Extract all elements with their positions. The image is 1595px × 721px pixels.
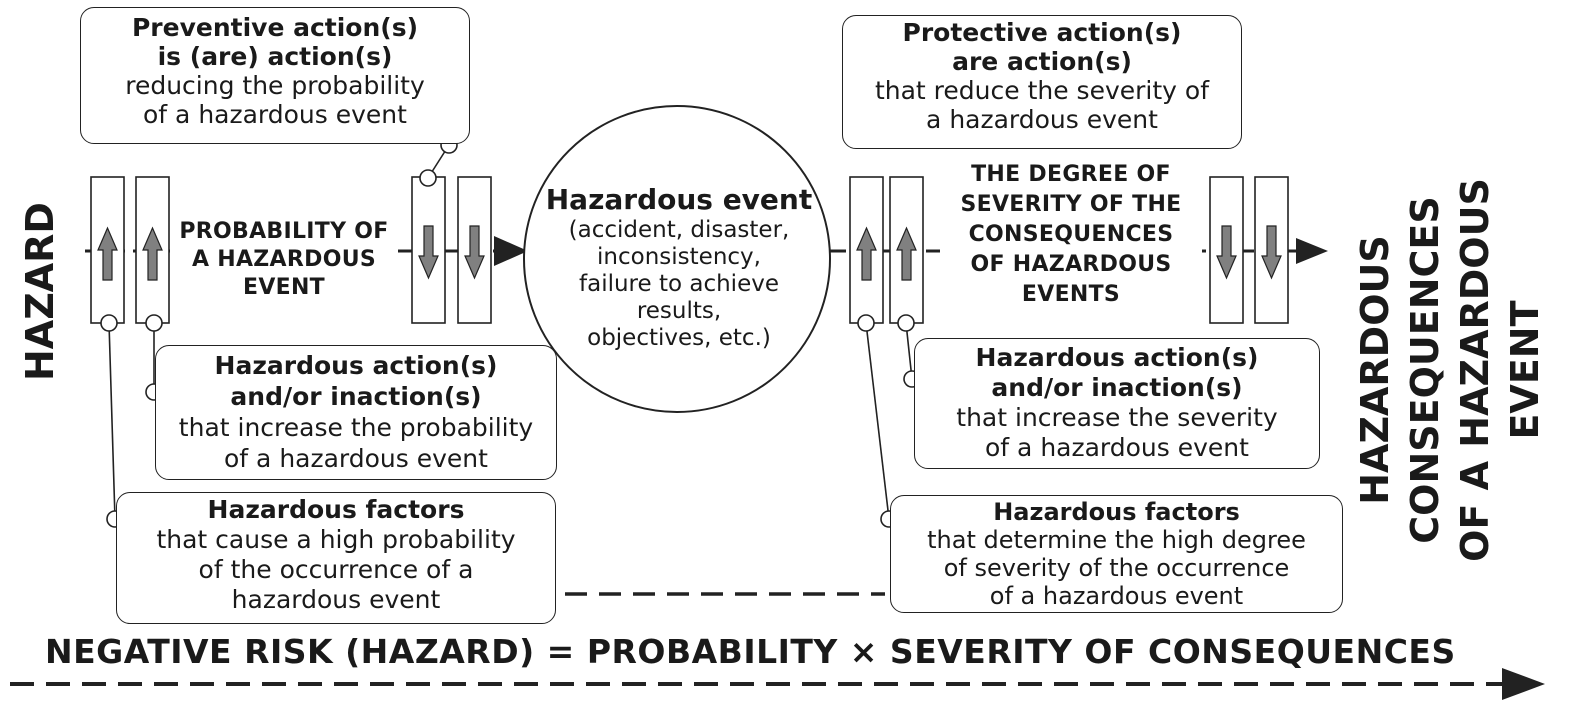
left-down-arrow-2 [464, 225, 485, 280]
left-down-arrow-1 [418, 225, 439, 280]
connector-actions-right [905, 322, 913, 380]
protective-action-box: Protective action(s) are action(s) that … [842, 15, 1242, 149]
connector-dot-left-2-top [145, 314, 163, 332]
factors-right-body-2: of severity of the occurrence [943, 554, 1290, 582]
right-up-arrow-2 [896, 226, 917, 281]
actions-right-title-2: and/or inaction(s) [991, 373, 1243, 402]
protective-title-1: Protective action(s) [902, 18, 1182, 47]
hazardous-event-title: Hazardous event [545, 183, 813, 216]
probability-line-3: EVENT [242, 275, 325, 300]
actions-left-body-1: that increase the probability [178, 413, 534, 442]
connector-factors-right [865, 322, 890, 520]
protective-body-1: that reduce the severity of [874, 76, 1210, 105]
probability-flow-arrowhead [494, 236, 528, 266]
preventive-action-box: Preventive action(s) is (are) action(s) … [80, 7, 470, 144]
formula-arrowhead [1502, 668, 1545, 700]
severity-line-5: EVENTS [1021, 282, 1121, 307]
hazardous-factors-left-box: Hazardous factors that cause a high prob… [116, 492, 556, 624]
preventive-body-1: reducing the probability [125, 71, 425, 100]
hazardous-factors-right-box: Hazardous factors that determine the hig… [890, 495, 1343, 613]
consequences-label: HAZARDOUS CONSEQUENCES OF A HAZARDOUS EV… [1350, 105, 1570, 635]
connector-dot-left-1-top [100, 314, 118, 332]
severity-line-3: CONSEQUENCES [968, 222, 1174, 247]
right-down-arrow-2 [1261, 225, 1282, 280]
right-down-arrow-1 [1216, 225, 1237, 280]
factors-right-title: Hazardous factors [993, 498, 1240, 526]
hazardous-event-body-5: objectives, etc.) [587, 325, 771, 351]
factors-left-body-1: that cause a high probability [156, 525, 516, 554]
consequences-line-1: HAZARDOUS [1353, 235, 1397, 505]
probability-line-2: A HAZARDOUS [191, 247, 377, 272]
probability-line-1: PROBABILITY OF [179, 219, 389, 244]
preventive-title-2: is (are) action(s) [157, 42, 393, 71]
protective-title-2: are action(s) [952, 47, 1132, 76]
consequences-line-2: CONSEQUENCES [1403, 196, 1447, 544]
severity-flow-arrowhead [1296, 238, 1328, 264]
hazardous-event-body-2: inconsistency, [597, 244, 761, 270]
actions-right-title-1: Hazardous action(s) [975, 343, 1259, 372]
actions-left-title-2: and/or inaction(s) [230, 382, 482, 411]
connector-dot-right-2-top [897, 314, 915, 332]
risk-formula: NEGATIVE RISK (HAZARD) = PROBABILITY × S… [45, 632, 1456, 671]
factors-left-body-2: of the occurrence of a [198, 555, 474, 584]
right-up-arrow-1 [856, 226, 877, 281]
factors-left-title: Hazardous factors [207, 495, 465, 524]
hazardous-event-circle [523, 105, 831, 413]
hazardous-actions-right-box: Hazardous action(s) and/or inaction(s) t… [914, 338, 1320, 469]
left-up-arrow-1 [97, 226, 118, 281]
hazardous-event-body-4: results, [636, 298, 722, 324]
connector-factors-left [108, 322, 116, 520]
protective-body-2: a hazardous event [926, 105, 1158, 134]
hazardous-event-body-3: failure to achieve [579, 271, 779, 297]
preventive-title-1: Preventive action(s) [131, 13, 419, 42]
probability-label: PROBABILITY OF A HAZARDOUS EVENT [170, 218, 398, 302]
severity-label: THE DEGREE OF SEVERITY OF THE CONSEQUENC… [940, 160, 1202, 310]
left-up-arrow-2 [142, 226, 163, 281]
severity-line-2: SEVERITY OF THE [960, 192, 1182, 217]
consequences-line-4: EVENT [1503, 300, 1547, 440]
severity-line-4: OF HAZARDOUS [970, 252, 1172, 277]
connector-dot-right-1-top [857, 314, 875, 332]
factors-right-body-3: of a hazardous event [989, 582, 1244, 610]
factors-left-body-3: hazardous event [231, 585, 441, 614]
actions-left-title-1: Hazardous action(s) [214, 351, 498, 380]
actions-right-body-1: that increase the severity [956, 403, 1278, 432]
hazardous-event-body-1: (accident, disaster, [568, 217, 790, 243]
connector-dot-preventive-bottom [419, 169, 437, 187]
hazardous-actions-left-box: Hazardous action(s) and/or inaction(s) t… [155, 345, 557, 480]
actions-left-body-2: of a hazardous event [224, 444, 488, 473]
actions-right-body-2: of a hazardous event [985, 433, 1249, 462]
hazard-label: HAZARD [18, 202, 62, 381]
factors-right-body-1: that determine the high degree [927, 526, 1306, 554]
hazardous-event-text: Hazardous event (accident, disaster, inc… [534, 183, 824, 352]
severity-line-1: THE DEGREE OF [971, 162, 1171, 187]
consequences-line-3: OF A HAZARDOUS [1453, 178, 1497, 562]
preventive-body-2: of a hazardous event [143, 100, 407, 129]
